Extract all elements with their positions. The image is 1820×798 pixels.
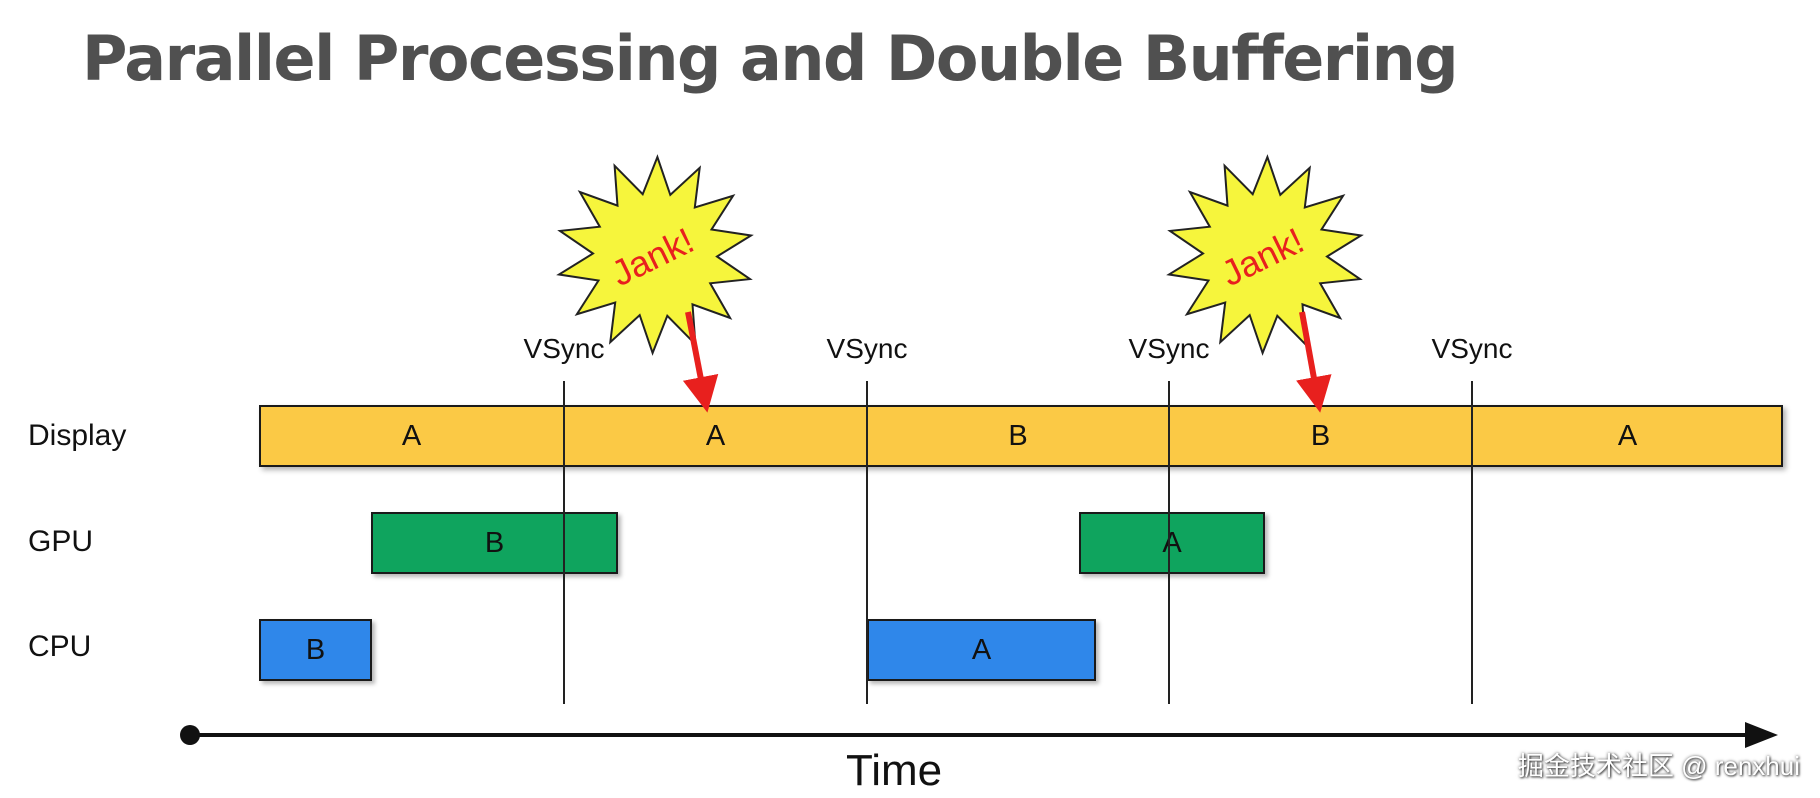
display-frame: B — [1008, 419, 1028, 452]
watermark: 掘金技术社区 @ renxhui — [1517, 751, 1800, 781]
vsync-label: VSync — [523, 333, 605, 364]
vsync-line — [1471, 381, 1473, 704]
time-axis-arrowhead — [1745, 722, 1778, 748]
jank-burst: Jank! — [1166, 154, 1364, 356]
row-label-cpu: CPU — [28, 630, 92, 663]
vsync-label: VSync — [1128, 333, 1210, 364]
display-frame: A — [705, 419, 726, 452]
time-axis-label: Time — [846, 746, 943, 795]
cpu-block: A — [867, 619, 1096, 681]
display-frame: A — [401, 419, 422, 452]
gpu-block: A — [1079, 512, 1265, 574]
display-frame: A — [1617, 419, 1638, 452]
row-label-gpu: GPU — [28, 525, 94, 558]
vsync-label: VSync — [826, 333, 908, 364]
display-frame: B — [1310, 419, 1331, 452]
vsync-label: VSync — [1431, 333, 1513, 364]
jank-arrow — [1296, 311, 1332, 413]
jank-burst: Jank! — [556, 154, 754, 356]
gpu-block: B — [371, 512, 618, 574]
vsync-line — [866, 381, 868, 704]
vsync-line — [563, 381, 565, 704]
jank-star-icon — [556, 154, 754, 356]
display-bar — [259, 405, 1783, 467]
jank-arrow — [682, 311, 719, 413]
row-label-display: Display — [28, 419, 127, 452]
page-title: Parallel Processing and Double Buffering — [82, 22, 1459, 95]
vsync-line — [1168, 381, 1170, 704]
cpu-block: B — [259, 619, 372, 681]
jank-star-icon — [1166, 154, 1364, 356]
